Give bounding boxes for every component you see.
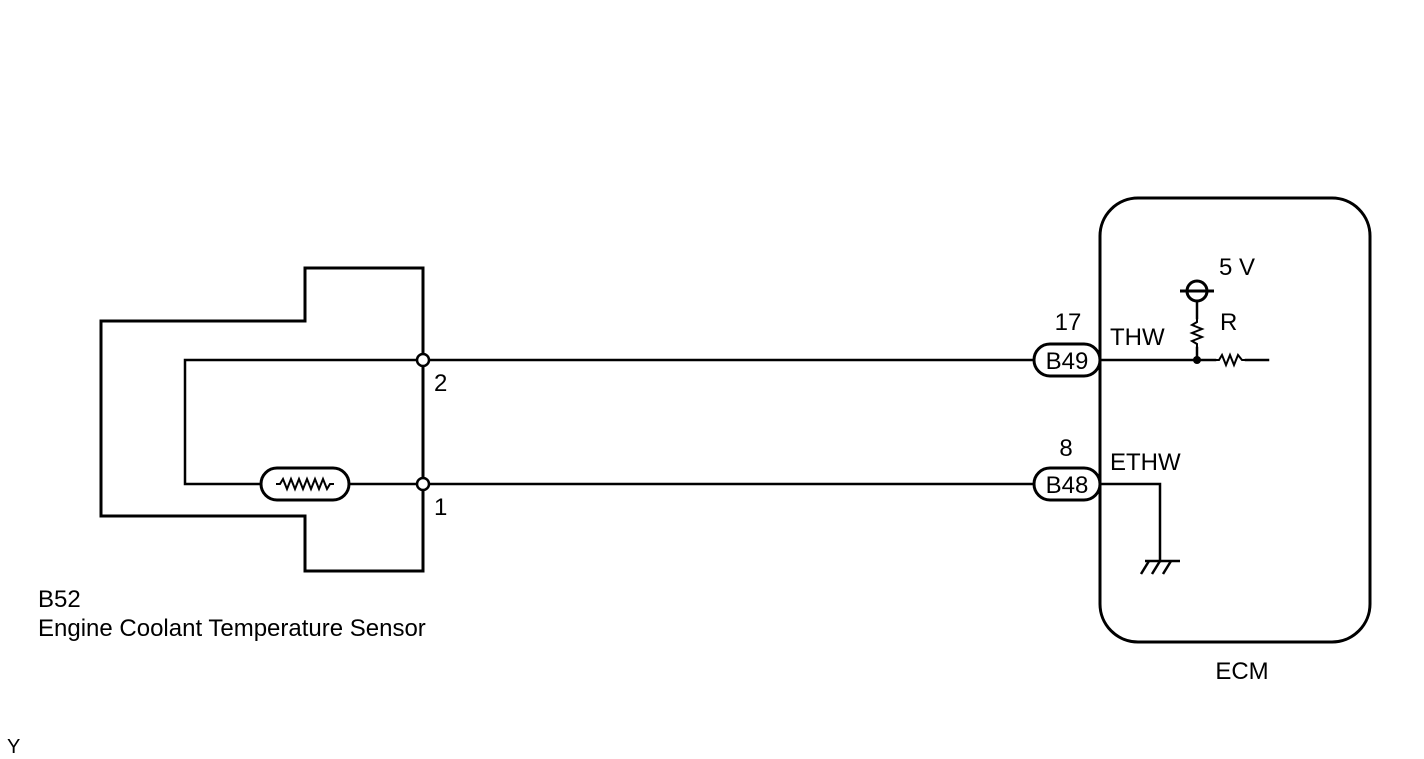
supply-terminal-icon [1180, 279, 1214, 303]
sensor-housing [99, 266, 425, 573]
ecm-label: ECM [1215, 658, 1268, 685]
connector-b48: B48 [1032, 466, 1102, 502]
sensor-code-label: B52 [38, 586, 81, 613]
terminal-pin-2 [415, 352, 431, 368]
connector-b49-code: B49 [1046, 348, 1089, 375]
sensor-name-label: Engine Coolant Temperature Sensor [38, 615, 426, 642]
connector-b48-pin: 8 [1059, 435, 1072, 462]
connector-b48-code: B48 [1046, 472, 1089, 499]
ethw-internal-wire [1098, 482, 1162, 563]
connector-b49: B49 [1032, 342, 1102, 378]
supply-voltage-label: 5 V [1219, 254, 1255, 281]
resistor-label: R [1220, 309, 1237, 336]
ground-icon [1139, 559, 1180, 575]
terminal-pin-1 [415, 476, 431, 492]
connector-b49-pin: 17 [1055, 309, 1082, 336]
thermistor-icon [259, 466, 351, 502]
pullup-resistor-icon [1189, 318, 1205, 348]
signal-thw-label: THW [1110, 324, 1165, 351]
pin-2-label: 2 [434, 370, 447, 397]
pin-1-label: 1 [434, 494, 447, 521]
junction-dot [1193, 356, 1201, 364]
signal-ethw-label: ETHW [1110, 449, 1181, 476]
series-resistor-icon [1215, 352, 1246, 368]
corner-mark: Y [7, 736, 20, 758]
ecm-box [1098, 196, 1372, 644]
sensor-internal-wire [183, 358, 425, 486]
